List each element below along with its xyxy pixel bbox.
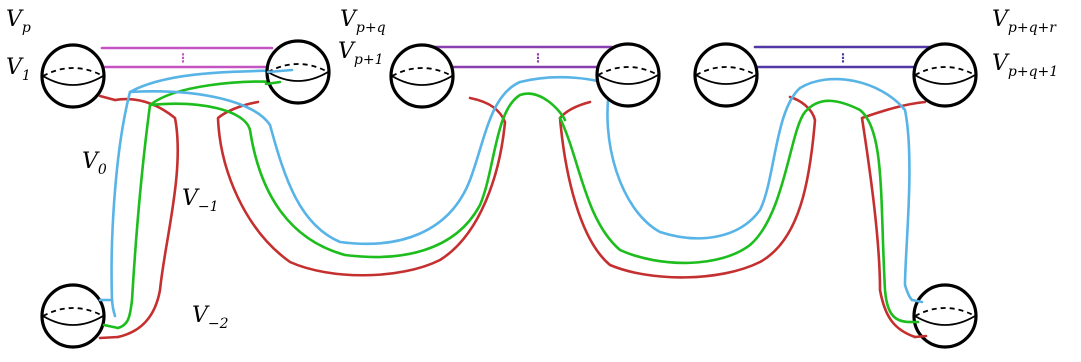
strand-red-snake-2 [558, 95, 817, 279]
strand-green-left [116, 80, 282, 330]
label-vm2: V−2 [192, 303, 229, 332]
ball-right-1 [693, 42, 759, 108]
end-blue-vpq [266, 68, 294, 74]
ball-vpq1 [912, 42, 978, 108]
label-vm1: V−1 [182, 186, 219, 215]
strand-ends [98, 68, 928, 340]
end-green-vpq [264, 80, 282, 86]
label-vpqr: Vp+q+r [992, 7, 1057, 36]
label-vpq: Vp+q [340, 7, 386, 36]
ball-vp1 [389, 43, 455, 109]
end-blue-bottom-right [910, 298, 924, 304]
balls [40, 39, 978, 349]
ball-mid-right [595, 42, 661, 108]
end-red-bottom-left [98, 335, 120, 340]
dots-3: ⋮ [837, 51, 849, 65]
strand-red-right-arc [860, 100, 927, 339]
end-red-bottom-right [913, 334, 928, 339]
end-red-v1 [98, 94, 117, 102]
strand-green-snake-2 [558, 99, 912, 324]
top-strands: ⋮ ⋮ ⋮ [100, 45, 938, 69]
label-vp1: Vp+1 [338, 39, 384, 68]
dots-1: ⋮ [177, 51, 189, 65]
ball-vpq [265, 39, 331, 105]
labels: Vp V1 Vp+q Vp+1 Vp+q+r Vp+q+1 V0 V−1 V−2 [6, 7, 1058, 332]
label-vpq1: Vp+q+1 [992, 51, 1058, 80]
long-strands [110, 68, 927, 339]
ball-bottom-right [912, 283, 978, 349]
dots-2: ⋮ [532, 51, 544, 65]
label-v1: V1 [6, 55, 31, 84]
strand-red-snake [216, 96, 507, 277]
strand-blue-snake [128, 75, 612, 246]
label-v0: V0 [82, 149, 107, 178]
strand-blue-snake-2 [606, 77, 914, 302]
strand-green-snake [148, 92, 567, 259]
label-vp: Vp [6, 7, 31, 36]
ball-bottom-left [40, 283, 106, 349]
ball-v1 [40, 43, 106, 109]
strand-blue-left [110, 68, 294, 318]
end-green-bottom-left [102, 323, 120, 330]
